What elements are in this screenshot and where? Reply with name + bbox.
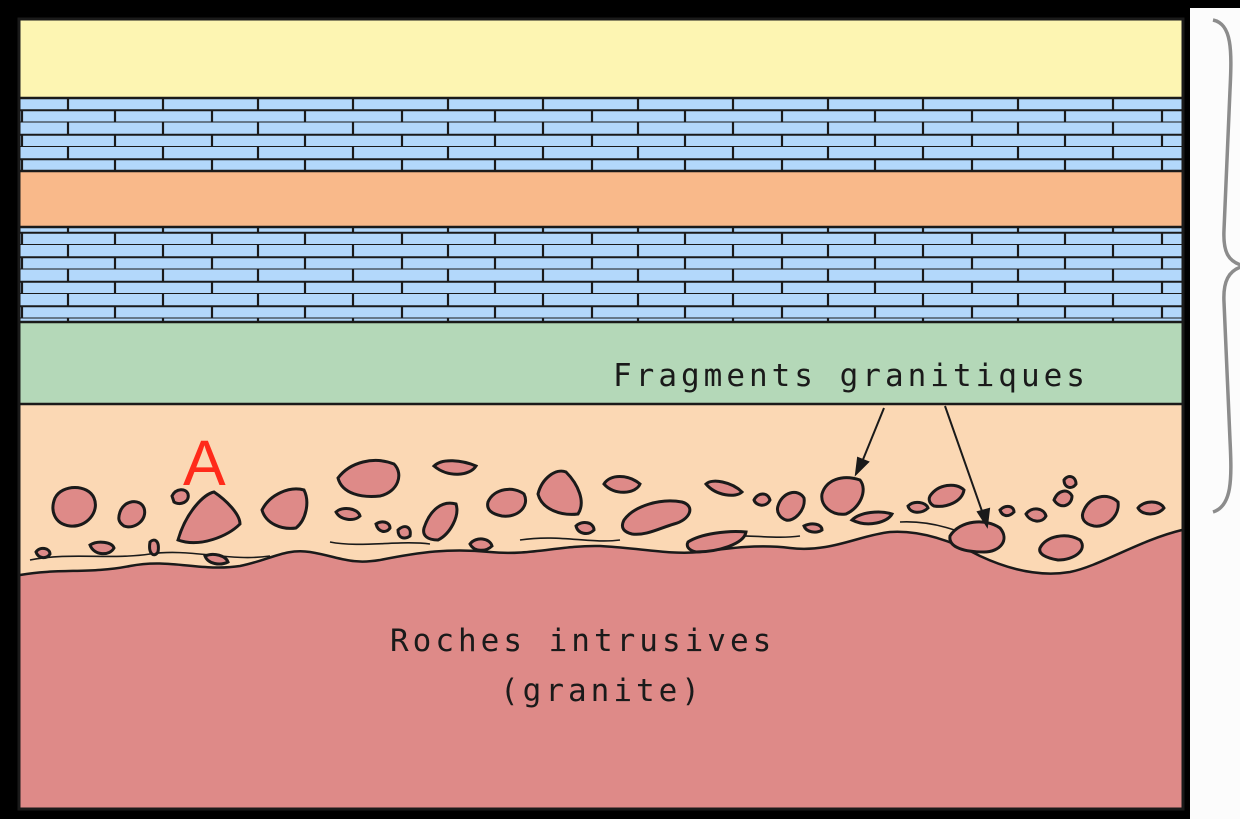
granite-label-line1: Roches intrusives <box>390 623 775 659</box>
cross-section: Fragments granitiques Roches intrusives … <box>18 18 1184 810</box>
fragment <box>576 523 594 534</box>
fragment <box>150 540 159 555</box>
fragment <box>1054 491 1072 506</box>
granite-intrusion <box>20 530 1182 810</box>
top-sandstone-layer <box>20 20 1182 98</box>
orange-layer <box>20 171 1182 227</box>
fragment <box>1026 509 1046 521</box>
fragment <box>754 494 770 505</box>
fragment <box>376 522 390 532</box>
fragment <box>1000 506 1014 515</box>
fragment <box>90 542 114 554</box>
fragment <box>1040 536 1083 560</box>
fragment <box>604 477 640 493</box>
marker-a: A <box>183 427 226 499</box>
side-panel <box>1190 8 1240 819</box>
granite-label-line2: (granite) <box>500 673 704 709</box>
fragment <box>398 527 410 538</box>
fragment <box>804 524 822 532</box>
fragments-label: Fragments granitiques <box>613 358 1089 394</box>
limestone-layer-lower <box>20 227 1182 322</box>
fragment <box>336 509 360 520</box>
fragment <box>470 539 492 550</box>
fragment <box>36 548 50 557</box>
fragment <box>1138 502 1164 514</box>
fragment <box>1064 477 1076 488</box>
fragment <box>488 489 526 516</box>
fragment <box>950 522 1004 552</box>
limestone-layer-upper <box>20 98 1182 171</box>
fragment <box>119 502 145 527</box>
fragment <box>908 502 928 512</box>
fragment <box>53 488 95 527</box>
